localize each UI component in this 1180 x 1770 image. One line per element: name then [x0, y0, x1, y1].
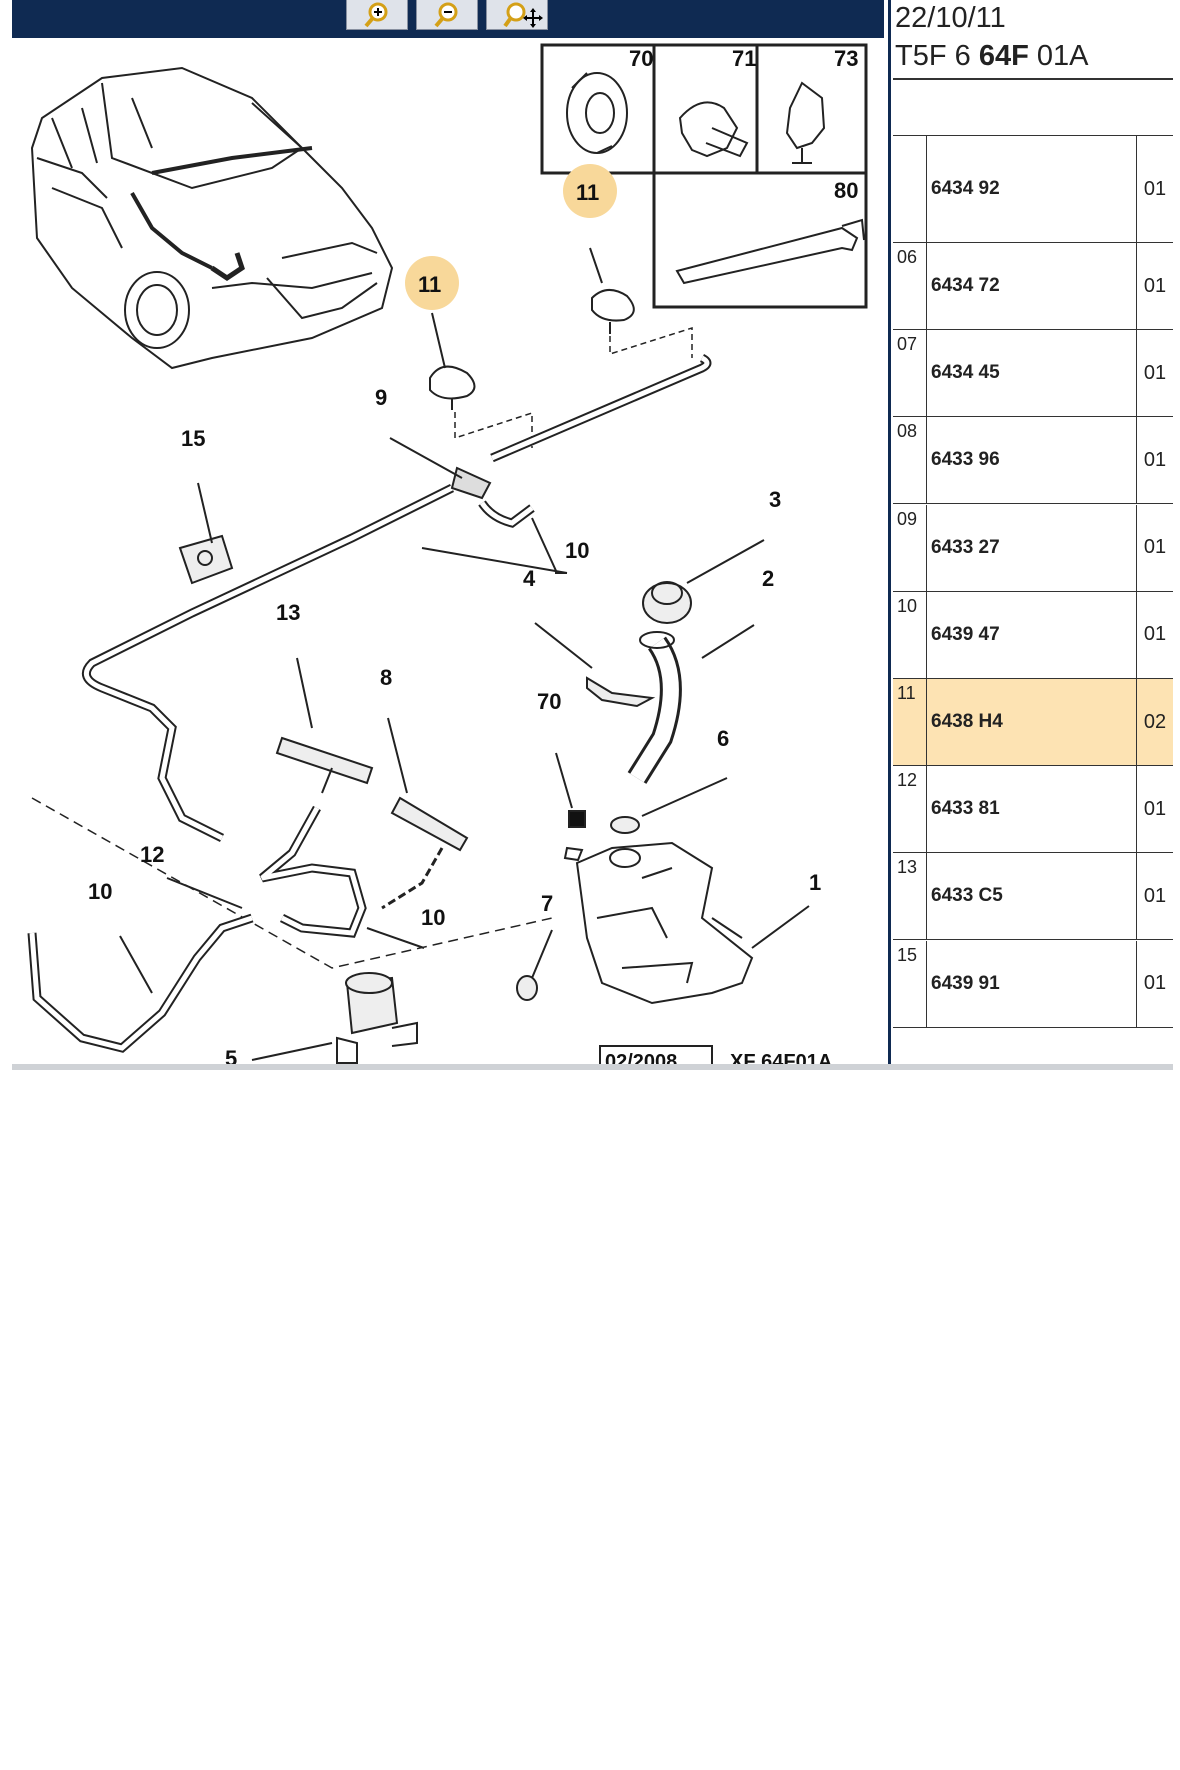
- header-date: 22/10/11: [895, 2, 1006, 34]
- callout-label: 8: [380, 665, 392, 690]
- row-ref: 08: [893, 417, 927, 504]
- row-ref: 07: [893, 330, 927, 417]
- bottom-separator: [12, 1064, 1173, 1070]
- inset-label: 70: [629, 46, 653, 71]
- catalog-header: 22/10/11 T5F 6 64F 01A: [893, 0, 1173, 80]
- row-part-number[interactable]: 6434 45: [927, 330, 1137, 417]
- callout-label: 1: [809, 870, 821, 895]
- row-quantity: 01: [1143, 448, 1167, 471]
- row-part-number[interactable]: 6434 72: [927, 243, 1137, 329]
- row-ref: 09: [893, 504, 927, 591]
- callout-highlight: [405, 256, 459, 310]
- row-part-number[interactable]: 6433 96: [927, 417, 1137, 504]
- parts-diagram[interactable]: 11 11 9 15 3 2 4 10 13 8 70 6 12 10 10 7…: [12, 38, 884, 1064]
- panel-divider: [888, 0, 891, 1064]
- row-ref: 10: [893, 591, 927, 678]
- callout-label: 11: [576, 180, 599, 205]
- zoom-out-icon: [434, 2, 458, 28]
- row-quantity: 01: [1143, 972, 1167, 995]
- inset-label: 80: [834, 178, 858, 203]
- callout-label: 15: [181, 426, 205, 451]
- row-ref: 12: [893, 766, 927, 853]
- catalog-code: T5F 6 64F 01A: [895, 40, 1089, 72]
- row-quantity: 01: [1143, 361, 1167, 384]
- callout-label: 12: [140, 842, 164, 867]
- row-quantity: 01: [1143, 177, 1167, 200]
- row-quantity: 02: [1143, 710, 1167, 733]
- row-quantity: 01: [1143, 797, 1167, 820]
- inset-label: 73: [834, 46, 858, 71]
- callout-label: 11: [418, 272, 441, 297]
- zoom-pan-button[interactable]: [486, 0, 548, 30]
- callout-label: 10: [565, 538, 589, 563]
- row-ref: 11: [893, 679, 927, 765]
- callout-label: 6: [717, 726, 729, 751]
- table-header: [893, 80, 1173, 136]
- callout-label: 10: [421, 905, 445, 930]
- row-ref: [893, 136, 927, 242]
- callout-highlight: [563, 164, 617, 218]
- row-quantity: 01: [1143, 623, 1167, 646]
- row-quantity: 01: [1143, 274, 1167, 297]
- callout-label: 10: [88, 879, 112, 904]
- row-part-number[interactable]: 6439 91: [927, 940, 1137, 1027]
- callout-label: 3: [769, 487, 781, 512]
- car-illustration: [30, 66, 394, 370]
- row-part-number[interactable]: 6439 47: [927, 591, 1137, 678]
- callout-label: 70: [537, 689, 561, 714]
- diagram-toolbar: [12, 0, 884, 38]
- row-ref: 06: [893, 243, 927, 329]
- row-quantity: 01: [1143, 884, 1167, 907]
- parts-table-row[interactable]: 6434 92 01: [893, 136, 1173, 243]
- callout-label: 9: [375, 385, 387, 410]
- diagram-footer-date: 02/2008: [605, 1051, 677, 1064]
- inset-label: 71: [732, 46, 756, 71]
- row-ref: 13: [893, 853, 927, 940]
- callout-label: 2: [762, 566, 774, 591]
- zoom-out-button[interactable]: [416, 0, 478, 30]
- row-part-number[interactable]: 6433 C5: [927, 853, 1137, 940]
- zoom-pan-icon: [503, 2, 543, 28]
- callout-label: 4: [523, 566, 536, 591]
- callout-label: 7: [541, 891, 553, 916]
- row-part-number[interactable]: 6433 81: [927, 766, 1137, 853]
- washer-system-drawing: 11 11 9 15 3 2 4 10 13 8 70 6 12 10 10 7…: [27, 43, 868, 1064]
- row-part-number[interactable]: 6438 H4: [927, 679, 1137, 765]
- row-part-number[interactable]: 6433 27: [927, 504, 1137, 591]
- zoom-in-button[interactable]: [346, 0, 408, 30]
- row-ref: 15: [893, 940, 927, 1027]
- zoom-in-icon: [364, 2, 388, 28]
- row-quantity: 01: [1143, 536, 1167, 559]
- diagram-footer-ref: XF 64F01A: [730, 1051, 832, 1064]
- row-part-number[interactable]: 6434 92: [927, 136, 1137, 242]
- callout-label: 5: [225, 1046, 237, 1064]
- callout-label: 13: [276, 600, 300, 625]
